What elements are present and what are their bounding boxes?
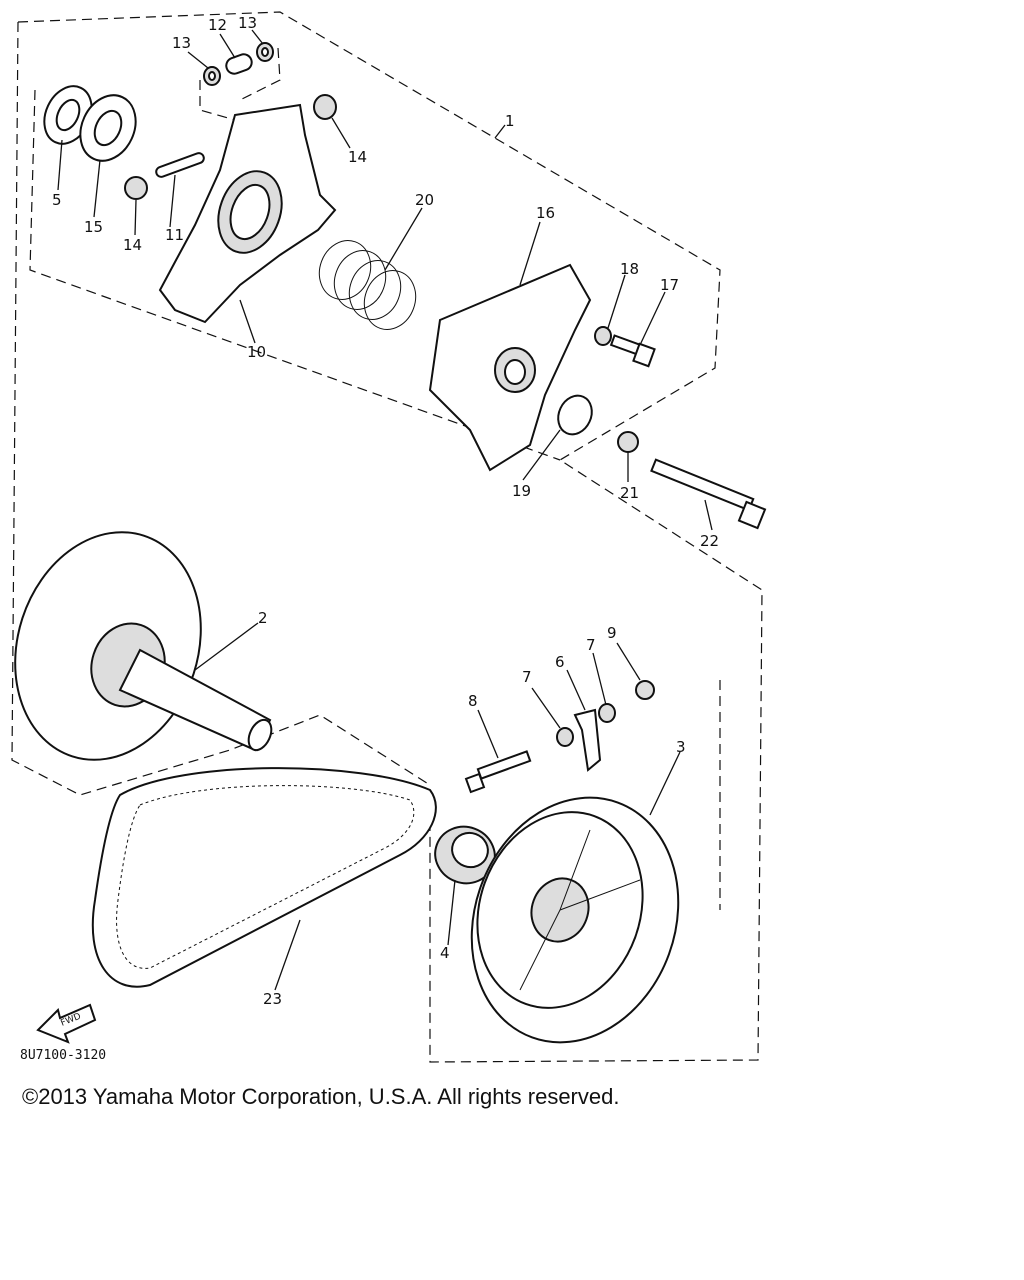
copyright-notice: ©2013 Yamaha Motor Corporation, U.S.A. A… <box>22 1084 620 1109</box>
part-cover-16 <box>428 263 592 472</box>
callout-23: 23 <box>263 990 282 1008</box>
callout-1: 1 <box>505 112 515 130</box>
fwd-arrow-icon: FWD <box>36 1003 97 1044</box>
callout-14a: 14 <box>123 236 142 254</box>
callout-13a: 13 <box>172 34 191 52</box>
part-bolt-22 <box>650 458 767 530</box>
callout-17: 17 <box>660 276 679 294</box>
part-fixed-sheave-2 <box>14 531 273 761</box>
part-bolt-8 <box>464 750 532 794</box>
callout-20: 20 <box>415 191 434 209</box>
callout-4: 4 <box>440 944 450 962</box>
part-collar-4 <box>434 825 496 885</box>
callout-7a: 7 <box>522 668 532 686</box>
callout-5: 5 <box>52 191 62 209</box>
callout-8: 8 <box>468 692 478 710</box>
diagram-code: 8U7100-3120 <box>20 1048 107 1063</box>
exploded-parts-diagram: FWD 1 2 3 4 5 6 7 <box>11 11 767 1063</box>
callout-3: 3 <box>676 738 686 756</box>
part-spider-10 <box>158 103 337 324</box>
part-washer-15 <box>79 94 137 162</box>
part-roller-12 <box>225 53 253 75</box>
part-washer-7a <box>556 727 574 747</box>
part-washer-19 <box>557 394 593 436</box>
callout-6: 6 <box>555 653 565 671</box>
callout-labels: 1 2 3 4 5 6 7 7 8 9 10 11 12 13 13 14 14… <box>52 14 719 1008</box>
part-nut-21 <box>617 431 639 453</box>
callout-12: 12 <box>208 16 227 34</box>
leader-lines <box>57 29 713 991</box>
callout-14b: 14 <box>348 148 367 166</box>
callout-2: 2 <box>258 609 268 627</box>
part-nut-9 <box>635 680 655 700</box>
part-weight-6 <box>573 708 602 772</box>
callout-22: 22 <box>700 532 719 550</box>
callout-11: 11 <box>165 226 184 244</box>
part-cap-14b <box>313 94 337 120</box>
callout-9: 9 <box>607 624 617 642</box>
part-spring-20 <box>318 240 417 330</box>
part-washer-18 <box>594 326 612 346</box>
part-cap-14a <box>124 176 148 200</box>
part-pin-11 <box>155 152 205 178</box>
callout-15: 15 <box>84 218 103 236</box>
part-washer-7b <box>598 703 616 723</box>
callout-16: 16 <box>536 204 555 222</box>
part-movable-sheave-3 <box>470 796 680 1044</box>
part-belt-23 <box>91 767 437 988</box>
assembly-boundaries <box>11 11 763 1063</box>
callout-21: 21 <box>620 484 639 502</box>
callout-13b: 13 <box>238 14 257 32</box>
part-bolt-17 <box>609 334 656 368</box>
callout-10: 10 <box>247 343 266 361</box>
callout-18: 18 <box>620 260 639 278</box>
part-washer-13b <box>256 42 274 62</box>
part-washer-13a <box>203 66 221 86</box>
callout-7b: 7 <box>586 636 596 654</box>
callout-19: 19 <box>512 482 531 500</box>
